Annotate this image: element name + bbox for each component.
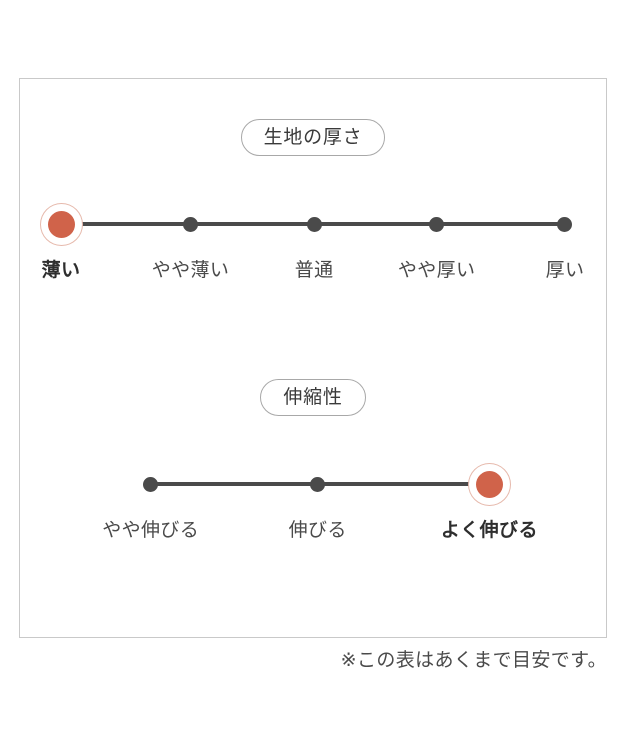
scale-node-fabric-thickness-1[interactable] (183, 216, 199, 232)
scale-labels-fabric-thickness: 薄い やや薄い 普通 やや厚い 厚い (20, 258, 606, 288)
scale-node-stretchiness-0[interactable] (143, 476, 159, 492)
footnote-text: ※この表はあくまで目安です。 (340, 650, 607, 671)
scale-label-fabric-thickness-3: やや厚い (397, 260, 476, 281)
scale-section-fabric-thickness: 生地の厚さ 薄い やや薄い 普通 やや厚い 厚い (20, 119, 606, 288)
fabric-spec-card: 生地の厚さ 薄い やや薄い 普通 やや厚い 厚い 伸縮性 (19, 78, 607, 638)
scale-node-fabric-thickness-0[interactable] (47, 210, 75, 238)
scale-label-fabric-thickness-0: 薄い (41, 260, 81, 281)
scale-node-fabric-thickness-3[interactable] (429, 216, 445, 232)
scale-node-fabric-thickness-4[interactable] (557, 216, 573, 232)
scale-label-stretchiness-0: やや伸びる (102, 520, 200, 541)
scale-label-fabric-thickness-2: 普通 (294, 260, 334, 281)
scale-title-badge-fabric-thickness: 生地の厚さ (240, 119, 386, 156)
scale-node-fabric-thickness-2[interactable] (306, 216, 322, 232)
scale-label-fabric-thickness-4: 厚い (545, 260, 585, 281)
scale-label-fabric-thickness-1: やや薄い (151, 260, 230, 281)
scale-node-stretchiness-1[interactable] (310, 476, 326, 492)
badge-row-fabric-thickness: 生地の厚さ (20, 119, 606, 156)
scale-label-stretchiness-1: 伸びる (288, 520, 347, 541)
scale-node-stretchiness-2[interactable] (475, 470, 503, 498)
scale-track-stretchiness (20, 458, 606, 510)
scale-title-badge-stretchiness: 伸縮性 (260, 379, 366, 416)
scale-labels-stretchiness: やや伸びる 伸びる よく伸びる (20, 518, 606, 548)
badge-row-stretchiness: 伸縮性 (20, 379, 606, 416)
scale-track-fabric-thickness (20, 198, 606, 250)
scale-label-stretchiness-2: よく伸びる (440, 520, 538, 541)
scale-section-stretchiness: 伸縮性 やや伸びる 伸びる よく伸びる (20, 379, 606, 548)
